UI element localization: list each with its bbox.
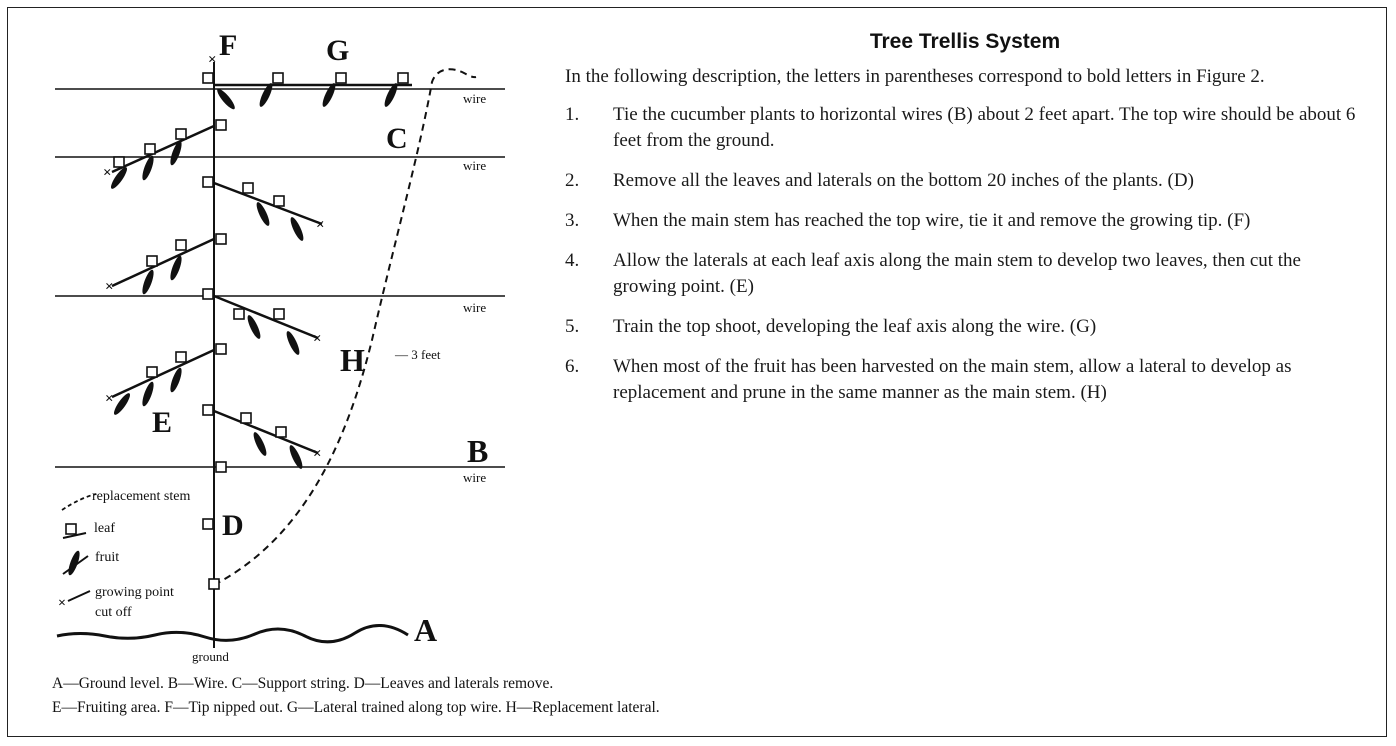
cut-mark: × — [105, 279, 114, 295]
label-H: H — [340, 342, 365, 378]
wire-label: wire — [463, 300, 486, 315]
wires — [55, 88, 505, 468]
caption-line-1: A—Ground level. B—Wire. C—Support string… — [52, 675, 554, 692]
legend-fruit-icon — [62, 550, 89, 576]
step-item: 5.Train the top shoot, developing the le… — [565, 316, 1097, 337]
legend-replacement-stem-icon — [61, 493, 97, 511]
instructions-panel: Tree Trellis System In the following des… — [565, 30, 1365, 420]
legend-fruit-label: fruit — [95, 550, 119, 565]
legend-leaf-icon — [62, 523, 87, 539]
legend-leaf-label: leaf — [94, 521, 115, 536]
cut-mark: × — [103, 165, 112, 181]
steps-list: 1.Tie the cucumber plants to horizontal … — [565, 102, 1365, 406]
panel-title: Tree Trellis System — [869, 30, 1061, 53]
label-G: G — [326, 34, 349, 67]
ground-line — [56, 624, 409, 644]
lateral-left-1 — [108, 124, 215, 191]
legend-growing-point-icon: × — [58, 590, 91, 611]
figure-frame — [7, 7, 1387, 737]
step-item: 3.When the main stem has reached the top… — [565, 210, 1251, 231]
wire-label: wire — [463, 158, 486, 173]
cut-mark: × — [208, 52, 217, 68]
trellis-diagram: × × × × × × × wire wire wire wire ground… — [55, 29, 505, 664]
svg-text:×: × — [58, 596, 66, 611]
legend-growing-point-label-2: cut off — [95, 605, 132, 620]
legend-replacement-stem-label: replacement stem — [92, 489, 190, 504]
lateral-left-3 — [111, 348, 215, 417]
lateral-right-2 — [213, 294, 319, 357]
caption-line-2: E—Fruiting area. F—Tip nipped out. G—Lat… — [52, 699, 660, 716]
label-C: C — [386, 122, 408, 155]
step-item: 6.When most of the fruit has been harves… — [565, 356, 1292, 403]
step-item: 4.Allow the laterals at each leaf axis a… — [565, 250, 1301, 297]
label-E: E — [152, 406, 172, 439]
replacement-stem — [213, 68, 477, 586]
ground-label: ground — [192, 649, 229, 664]
cut-mark: × — [313, 331, 322, 347]
cut-mark: × — [316, 217, 325, 233]
lateral-right-3 — [213, 409, 319, 471]
label-A: A — [414, 612, 437, 648]
top-lateral — [214, 72, 412, 112]
legend-growing-point-label: growing point — [95, 585, 174, 600]
three-feet-label: — 3 feet — [394, 347, 441, 362]
legend: replacement stem leaf fruit × growing po… — [58, 489, 190, 620]
panel-intro: In the following description, the letter… — [565, 66, 1265, 87]
figure-caption: A—Ground level. B—Wire. C—Support string… — [52, 672, 660, 720]
cut-mark: × — [105, 391, 114, 407]
step-item: 1.Tie the cucumber plants to horizontal … — [565, 104, 1356, 151]
lateral-left-2 — [111, 237, 215, 296]
step-item: 2.Remove all the leaves and laterals on … — [565, 170, 1194, 191]
label-B: B — [467, 433, 488, 469]
cut-marks: × × × × × × × — [103, 52, 325, 462]
label-F: F — [219, 29, 237, 62]
cut-mark: × — [313, 446, 322, 462]
label-D: D — [222, 509, 244, 542]
wire-label: wire — [463, 91, 486, 106]
lateral-right-1 — [213, 181, 323, 243]
wire-label: wire — [463, 470, 486, 485]
